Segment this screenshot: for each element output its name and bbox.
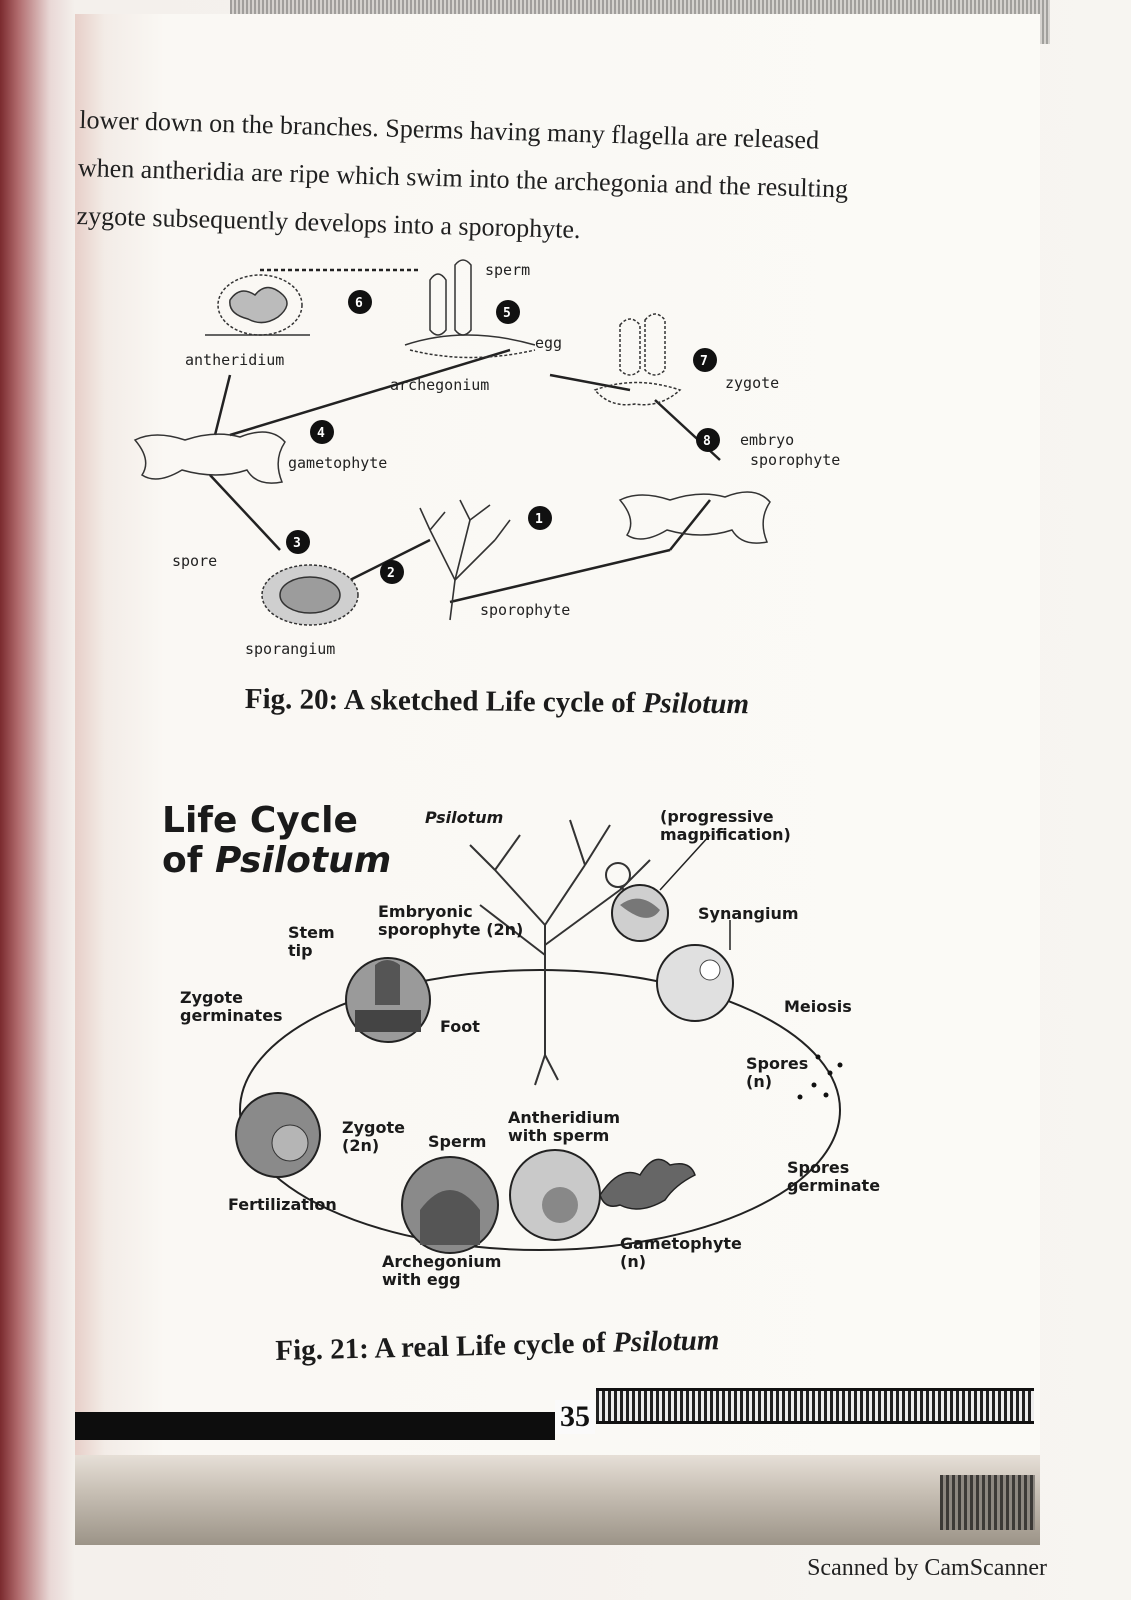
synangium-circles [611,884,734,1022]
fig20-step-markers: 6 5 7 4 8 1 3 2 [286,290,720,584]
label-sperm: sperm [485,261,530,279]
label-zygote-germinates-1: Zygote [180,988,243,1007]
fig21-title-line2: of Psilotum [162,840,391,881]
label-zygote-1: Zygote [342,1118,405,1137]
label-spores-germinate-1: Spores [787,1158,849,1177]
psilotum-plant [469,819,651,1086]
figure-20-sketch: 6 5 7 4 8 1 3 2 sperm egg antheridium ar… [110,250,890,670]
label-egg: egg [535,334,562,352]
fig21-diagram: Life Cycle of Psilotum [162,800,880,1289]
gametophyte-shape [599,1158,696,1210]
page-bottom-texture [940,1475,1035,1530]
label-gametophyte-2: (n) [620,1252,646,1271]
page-bottom-edge [75,1455,1040,1545]
label-gametophyte: gametophyte [288,454,387,472]
label-antheridium: antheridium [185,351,284,369]
archegonium-circle [401,1156,499,1254]
label-spores-germinate-2: germinate [787,1176,880,1195]
label-stem-tip-2: tip [288,941,313,960]
fig20-diagram: 6 5 7 4 8 1 3 2 sperm egg antheridium ar… [133,259,840,658]
embryonic-sporophyte-circle [345,957,431,1043]
gametophyte-left-sketch [133,431,286,484]
label-archegonium-2: with egg [382,1270,461,1289]
scanner-credit: Scanned by CamScanner [807,1555,1047,1581]
page-number: 35 [555,1400,595,1434]
label-zygote-germinates-2: germinates [180,1006,283,1025]
fig20-caption-prefix: Fig. 20: A sketched Life cycle of [244,683,643,720]
antheridium-sketch [205,274,310,336]
paper-sheet [75,14,1040,1544]
label-psilotum: Psilotum [425,808,503,827]
body-paragraph: lower down on the branches. Sperms havin… [76,96,970,265]
figure-21-diagram: Life Cycle of Psilotum [150,795,910,1305]
sporophyte-plant-sketch [419,499,511,621]
label-meiosis: Meiosis [784,997,852,1016]
fig21-caption-genus: Psilotum [612,1324,720,1359]
gametophyte-right-sketch [618,491,771,544]
life-cycle-loop [239,969,841,1251]
label-spore: spore [172,552,217,570]
label-zygote-2: (2n) [342,1136,379,1155]
label-zygote: zygote [725,374,779,392]
label-spores-1: Spores [746,1054,808,1073]
label-embryo: embryo [740,431,794,449]
label-foot: Foot [440,1017,480,1036]
label-stem-tip-1: Stem [288,923,335,942]
zygote-circle [235,1092,321,1178]
label-sperm: Sperm [428,1132,486,1151]
label-embryo-sporophyte: sporophyte [750,451,840,469]
sporangium-sketch [261,564,359,626]
label-synangium: Synangium [698,904,799,923]
fig21-title-line1: Life Cycle [162,800,358,841]
label-gametophyte-1: Gametophyte [620,1234,742,1253]
step-1: 1 [535,512,543,527]
fig21-title-genus: Psilotum [215,840,391,881]
step-7: 7 [700,354,708,369]
label-spores-2: (n) [746,1072,772,1091]
fig20-cycle-lines [209,268,721,604]
step-6: 6 [355,296,363,311]
antheridium-circle [509,1149,601,1241]
archegonium-sketch [404,259,536,359]
step-5: 5 [503,306,511,321]
fig21-title-prefix: of [162,840,215,881]
label-archegonium: archegonium [390,376,489,394]
spores-dots [797,1054,843,1100]
step-8: 8 [703,434,711,449]
zygote-sketch [593,313,682,406]
fig20-caption-genus: Psilotum [642,687,750,721]
label-archegonium-1: Archegonium [382,1252,501,1271]
label-sporophyte: sporophyte [480,601,570,619]
label-antheridium-2: with sperm [508,1126,609,1145]
step-2: 2 [387,566,395,581]
step-3: 3 [293,536,301,551]
label-antheridium-1: Antheridium [508,1108,620,1127]
label-magnification-1: (progressive [660,807,774,826]
footer-tick-strip [596,1388,1034,1424]
footer-black-bar [75,1412,555,1440]
step-4: 4 [317,426,325,441]
label-fertilization: Fertilization [228,1195,337,1214]
label-magnification-2: magnification) [660,825,791,844]
label-embryonic-1: Embryonic [378,902,473,921]
label-embryonic-2: sporophyte (2n) [378,920,523,939]
fig21-caption-prefix: Fig. 21: A real Life cycle of [275,1326,614,1367]
figure-20-caption: Fig. 20: A sketched Life cycle of Psilot… [245,683,750,721]
label-sporangium: sporangium [245,640,335,658]
